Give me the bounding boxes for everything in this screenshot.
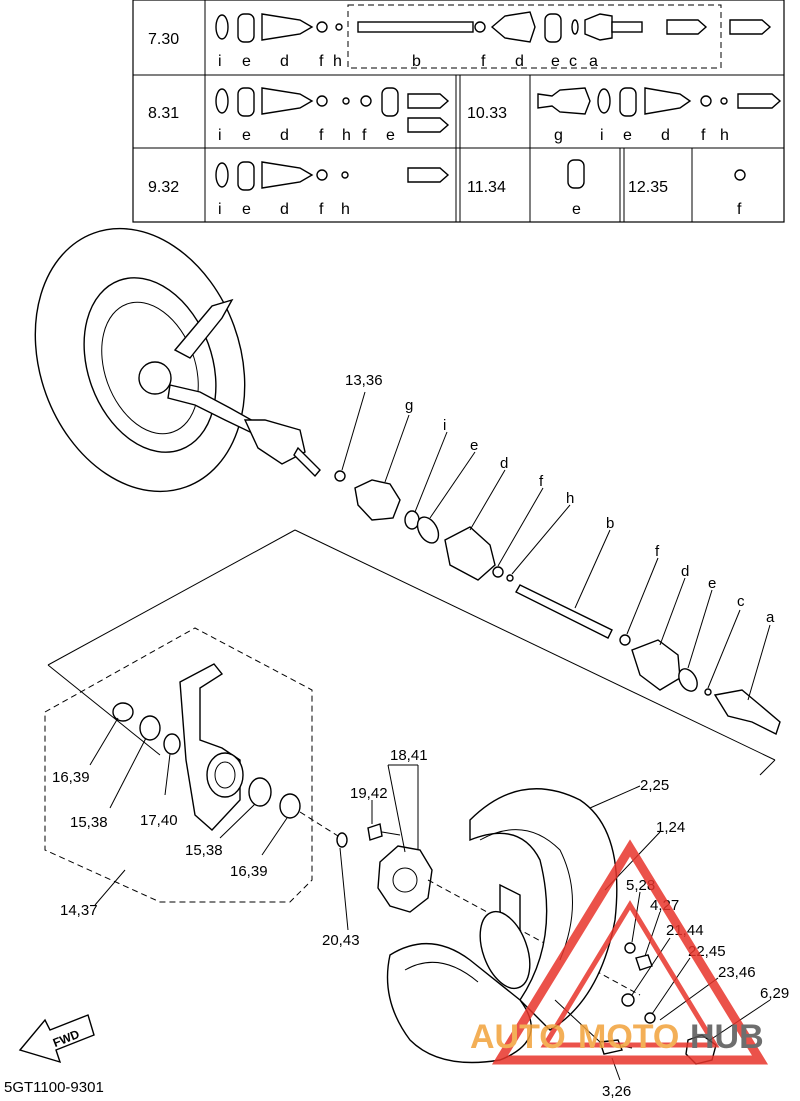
callout-1-24: 1,24 xyxy=(656,819,685,836)
row2-letter-d: d xyxy=(280,127,289,144)
cell10-letter-d: d xyxy=(661,127,670,144)
knuckle-callout-lines xyxy=(89,717,349,931)
callout-b: b xyxy=(606,515,614,532)
upper-callout-lines xyxy=(341,391,771,701)
callout-g: g xyxy=(405,397,413,414)
row1-letter-f: f xyxy=(319,53,324,70)
callout-d2: d xyxy=(681,563,689,580)
row-ref-9-32: 9.32 xyxy=(148,179,179,196)
callout-15-38a: 15,38 xyxy=(70,814,108,831)
automotohub-watermark: AUTO MOTO HUB xyxy=(470,839,769,1065)
callout-2-25: 2,25 xyxy=(640,777,669,794)
row1-letter-d2: d xyxy=(515,53,524,70)
cell10-letter-h: h xyxy=(720,127,729,144)
row-ref-7-30: 7.30 xyxy=(148,31,179,48)
callout-19-42: 19,42 xyxy=(350,785,388,802)
callout-e: e xyxy=(470,437,478,454)
callout-14-37: 14,37 xyxy=(60,902,98,919)
upper-wheel-assembly xyxy=(34,227,321,493)
cell12-letter-f: f xyxy=(737,201,742,218)
callout-16-39b: 16,39 xyxy=(230,863,268,880)
callout-20-43: 20,43 xyxy=(322,932,360,949)
fwd-arrow-icon: FWD xyxy=(18,1014,95,1064)
row2-letter-i: i xyxy=(218,127,222,144)
callout-17-40: 17,40 xyxy=(140,812,178,829)
cell10-letter-e: e xyxy=(623,127,632,144)
cell-ref-11-34: 11.34 xyxy=(467,179,506,196)
row1-letter-e: e xyxy=(242,53,251,70)
row1-letter-f2: f xyxy=(481,53,486,70)
row3-letter-e: e xyxy=(242,201,251,218)
callout-f2: f xyxy=(655,543,660,560)
watermark-triangle-icon xyxy=(491,839,769,1065)
callout-6-29: 6,29 xyxy=(760,985,789,1002)
watermark-auto: AUTO xyxy=(470,1018,566,1056)
cell11-letter-e: e xyxy=(572,201,581,218)
hub-callout-lines xyxy=(371,764,771,1081)
callout-c: c xyxy=(737,593,745,610)
cell10-letter-g: g xyxy=(554,127,563,144)
row1-letter-d: d xyxy=(280,53,289,70)
row1-parts xyxy=(215,11,772,43)
row3-letter-h: h xyxy=(341,201,350,218)
watermark-hub: HUB xyxy=(690,1018,764,1056)
callout-i: i xyxy=(443,417,446,434)
watermark-moto: MOTO xyxy=(578,1018,679,1056)
callout-16-39a: 16,39 xyxy=(52,769,90,786)
callout-e2: e xyxy=(708,575,716,592)
exploded-shaft-parts xyxy=(334,470,781,735)
kit-table: 7.30 8.31 9.32 10.33 11.34 12.35 i e d f xyxy=(132,0,785,223)
row3-letter-d: d xyxy=(280,201,289,218)
callout-13-36: 13,36 xyxy=(345,372,383,389)
row1-letter-e2: e xyxy=(551,53,560,70)
cell-ref-10-33: 10.33 xyxy=(467,105,507,122)
row1-letter-b: b xyxy=(412,53,421,70)
diagram-code: 5GT1100-9301 xyxy=(4,1079,104,1096)
cell10-letter-f: f xyxy=(701,127,706,144)
row2-letter-h: h xyxy=(342,127,351,144)
row1-letter-c: c xyxy=(569,53,577,70)
group-leader-lines xyxy=(47,529,776,776)
row-ref-8-31: 8.31 xyxy=(148,105,179,122)
cell10-letter-i: i xyxy=(600,127,604,144)
row3-parts xyxy=(215,159,746,191)
callout-d: d xyxy=(500,455,508,472)
row3-letter-f: f xyxy=(319,201,324,218)
callout-15-38b: 15,38 xyxy=(185,842,223,859)
callout-f: f xyxy=(539,473,544,490)
row2-letter-e2: e xyxy=(386,127,395,144)
callout-h: h xyxy=(566,490,574,507)
row2-parts xyxy=(215,87,782,133)
row2-letter-e: e xyxy=(242,127,251,144)
row1-letter-a: a xyxy=(589,53,598,70)
row3-letter-i: i xyxy=(218,201,222,218)
callout-3-26: 3,26 xyxy=(602,1083,631,1100)
hub-assembly xyxy=(367,823,641,996)
cell-ref-12-35: 12.35 xyxy=(628,179,668,196)
row1-letter-i: i xyxy=(218,53,222,70)
callout-23-46: 23,46 xyxy=(718,964,756,981)
row2-letter-f: f xyxy=(319,127,324,144)
row2-letter-f2: f xyxy=(362,127,367,144)
callout-a: a xyxy=(766,609,775,626)
knuckle-group xyxy=(44,627,348,903)
callout-18-41: 18,41 xyxy=(390,747,428,764)
row1-letter-h: h xyxy=(333,53,342,70)
